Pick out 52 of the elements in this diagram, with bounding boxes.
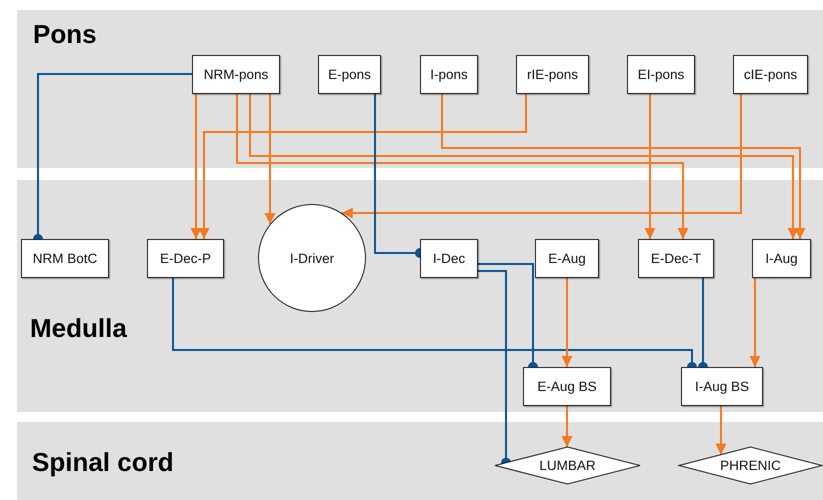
neuron-box [638,239,714,278]
excitatory-arrow [562,406,572,448]
region-title: Spinal cord [32,449,174,475]
neuron-label: cIE-pons [744,67,798,82]
neuron-circle [258,204,366,312]
neuron-label: E-pons [328,67,371,82]
excitatory-arrow [190,94,202,239]
region-title: Medulla [30,315,127,341]
output-diamond [495,447,640,484]
excitatory-arrow [198,94,527,239]
neuron-label: NRM BotC [32,251,98,266]
neuron-box [523,367,611,406]
excitatory-arrow [716,406,726,455]
region-title: Pons [33,21,97,47]
excitatory-arrow [342,94,742,218]
neuron-box [627,55,695,94]
neuron-box [318,55,381,94]
neuron-label: NRM-pons [204,67,268,82]
neuron-box [420,239,478,278]
neuron-label: I-Aug [765,251,798,266]
neuron-box [681,367,763,406]
output-diamond [679,447,822,484]
region-band [17,180,823,412]
excitatory-arrow [249,94,798,239]
region-band [17,10,823,168]
neuron-box [21,239,109,278]
neuron-label: E-Dec-T [650,251,702,266]
excitatory-arrow [441,94,806,239]
excitatory-arrow [264,94,276,224]
excitatory-arrow [562,278,572,367]
neuron-box [420,55,478,94]
neuron-label: I-pons [430,67,468,82]
neuron-box [516,55,589,94]
neuron-label: LUMBAR [539,458,596,473]
neuron-box [733,55,808,94]
neuron-label: E-Aug [548,251,586,266]
region-band [17,422,823,500]
neuron-label: PHRENIC [720,458,781,473]
excitatory-arrow [644,94,656,239]
neuron-box [535,239,599,278]
excitatory-arrow [236,94,688,239]
neuron-label: I-Aug BS [694,379,750,394]
neuron-box [147,239,224,278]
neuron-label: I-Dec [432,251,466,266]
neuron-box [752,239,811,278]
neuron-label: rIE-pons [526,67,578,82]
neuron-label: EI-pons [638,67,684,82]
neuron-label: E-Dec-P [160,251,211,266]
excitatory-arrow [750,278,760,367]
neuron-label: E-Aug BS [537,379,597,394]
neuron-label: I-Driver [290,250,334,266]
neuron-box [192,55,280,94]
